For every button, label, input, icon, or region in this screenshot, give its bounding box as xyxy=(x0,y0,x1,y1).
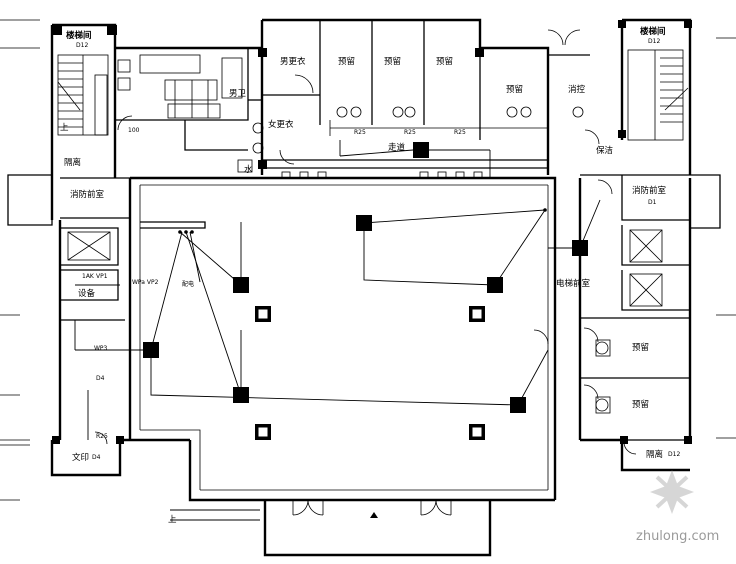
watermark-logo xyxy=(650,470,694,514)
label-stair-right-code: D12 xyxy=(648,38,660,45)
label-men-changing: 男更衣 xyxy=(280,56,306,67)
label-isolation-right: 隔离 xyxy=(646,449,663,460)
label-reserved-3: 预留 xyxy=(436,56,453,67)
corridor-fixtures xyxy=(237,159,483,179)
label-neijing: 配电 xyxy=(182,280,194,288)
label-stair-right: 楼梯间 xyxy=(640,26,666,37)
label-up-left: 上 xyxy=(60,123,69,133)
switch-markers xyxy=(178,208,547,518)
label-copy-room-code: D4 xyxy=(92,454,101,461)
columns xyxy=(52,20,692,444)
stair-right xyxy=(627,49,689,141)
stair-left xyxy=(57,54,109,136)
outer-walls xyxy=(50,18,692,557)
wiring xyxy=(74,140,601,521)
label-fire-control: 消控 xyxy=(568,84,586,95)
label-fire-front-right: 消防前室 xyxy=(632,185,667,196)
label-vp2: WPa VP2 xyxy=(132,279,159,286)
elevator-right-1 xyxy=(629,229,663,263)
label-women-changing: 女更衣 xyxy=(268,119,294,130)
label-reserved-5: 预留 xyxy=(632,342,649,353)
label-corridor: 走道 xyxy=(388,142,406,153)
label-vp1: VP1 xyxy=(96,273,108,280)
elevator-right-2 xyxy=(629,273,663,307)
label-reserved-4: 预留 xyxy=(506,84,523,95)
label-d4: D4 xyxy=(96,375,105,382)
label-fire-front-left: 消防前室 xyxy=(70,189,105,200)
label-tag-1ak: 1AK xyxy=(82,273,95,280)
label-water: 水 xyxy=(244,164,253,175)
label-stair-left-code: D12 xyxy=(76,42,88,49)
toilet-fixtures xyxy=(117,54,264,154)
label-tag-100: 100 xyxy=(128,127,140,134)
room-labels: 楼梯间 D12 楼梯间 D12 男更衣 女更衣 男卫 水 走道 预留 预留 预留… xyxy=(60,26,680,525)
label-equipment: 设备 xyxy=(78,288,96,299)
margin-ticks xyxy=(0,19,736,501)
label-r25-b: R25 xyxy=(404,129,416,136)
label-copy-room: 文印 xyxy=(72,452,89,463)
label-isolation-left: 隔离 xyxy=(64,157,81,168)
doors xyxy=(94,29,637,516)
watermark-text: zhulong.com xyxy=(636,529,719,544)
light-fixtures xyxy=(143,142,588,440)
label-r25-c: R25 xyxy=(454,129,466,136)
label-men-toilet: 男卫 xyxy=(229,89,247,99)
label-isolation-right-code: D12 xyxy=(668,451,680,458)
label-stair-left: 楼梯间 xyxy=(66,30,92,41)
label-reserved-6: 预留 xyxy=(632,399,649,410)
label-wp3: WP3 xyxy=(94,345,108,352)
elevator-left xyxy=(67,231,111,261)
label-up-bottom: 上 xyxy=(168,515,177,525)
label-reserved-2: 预留 xyxy=(384,56,401,67)
label-cleaning: 保洁 xyxy=(596,145,614,156)
label-r25-d: R25 xyxy=(96,433,108,440)
equipment-symbols xyxy=(329,106,611,414)
label-r25-a: R25 xyxy=(354,129,366,136)
label-elevator-lobby: 电梯前室 xyxy=(556,278,591,289)
label-fire-front-right-code: D1 xyxy=(648,199,657,206)
label-reserved-1: 预留 xyxy=(338,56,355,67)
